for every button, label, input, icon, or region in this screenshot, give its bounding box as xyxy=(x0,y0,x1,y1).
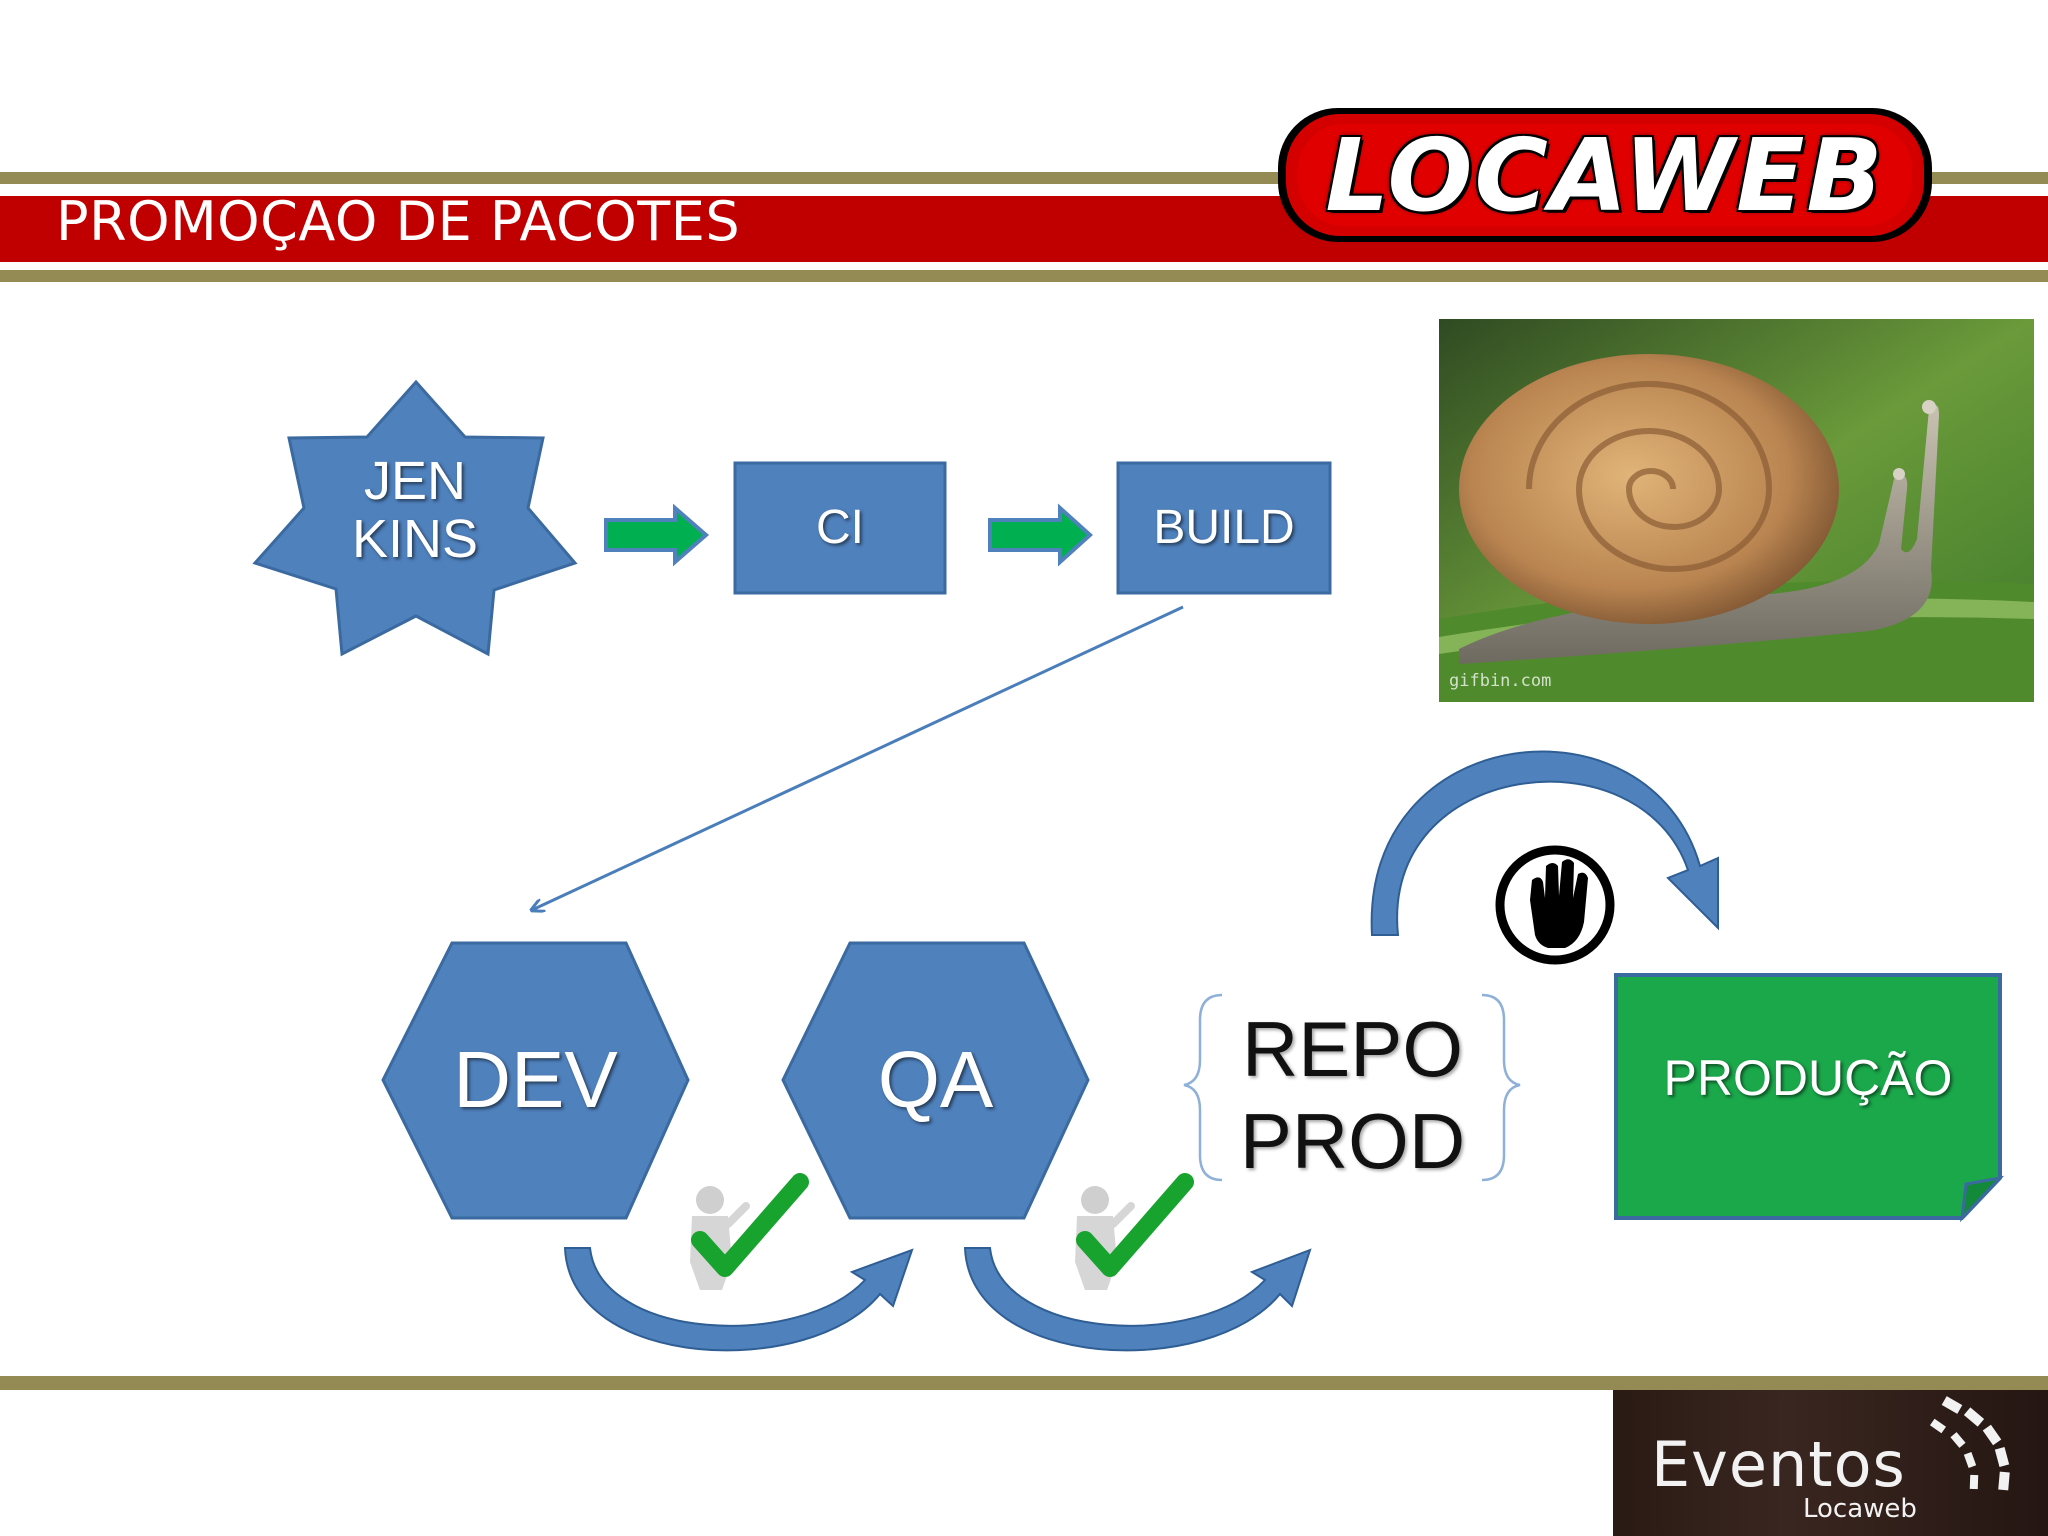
footer-gold-band xyxy=(0,1376,2048,1390)
producao-label: PRODUÇÃO xyxy=(1663,1049,1953,1106)
dev-label: DEV xyxy=(453,1035,618,1125)
locaweb-logo-text: LOCAWEB xyxy=(1325,116,1885,234)
build-label: BUILD xyxy=(1153,501,1295,555)
locaweb-logo: LOCAWEB xyxy=(1272,100,1938,250)
header-bottom-gold-band xyxy=(0,270,2048,282)
arrow-jenkins-to-ci-icon xyxy=(604,503,710,567)
eventos-subtitle: Locaweb xyxy=(1803,1494,1917,1524)
connector-build-to-dev xyxy=(532,605,1184,910)
arrow-ci-to-build-icon xyxy=(988,503,1093,567)
repo-prod-label: REPO PROD xyxy=(1239,1004,1466,1185)
qa-label: QA xyxy=(877,1035,994,1125)
image-watermark: gifbin.com xyxy=(1449,671,1552,691)
build-box-shape xyxy=(1116,461,1332,595)
producao-folded-corner xyxy=(1959,1175,2005,1223)
repo-left-brace xyxy=(1183,993,1223,1182)
jenkins-label: JEN KINS xyxy=(351,450,479,569)
qa-hexagon-shape xyxy=(781,941,1090,1220)
ci-label: CI xyxy=(816,501,864,555)
slide-title: PROMOÇÃO DE PACOTES xyxy=(56,190,741,253)
curved-arrow-repo-to-producao-icon xyxy=(1370,750,1719,936)
snail-image: gifbin.com xyxy=(1439,319,2034,702)
curved-arrow-qa-to-repo-icon xyxy=(963,1247,1312,1352)
approval-check-icon xyxy=(1075,1173,1194,1290)
ci-box-shape xyxy=(733,461,947,595)
dev-hexagon-shape xyxy=(381,941,690,1220)
stop-hand-icon xyxy=(1495,845,1615,965)
jenkins-star-shape xyxy=(252,379,578,657)
eventos-swirl-icon xyxy=(1929,1396,2010,1491)
eventos-title: Eventos xyxy=(1651,1428,1906,1501)
repo-right-brace xyxy=(1481,993,1521,1182)
eventos-locaweb-logo: Eventos Locaweb xyxy=(1613,1390,2048,1536)
curved-arrow-dev-to-qa-icon xyxy=(563,1247,914,1352)
approval-check-icon xyxy=(690,1173,809,1290)
